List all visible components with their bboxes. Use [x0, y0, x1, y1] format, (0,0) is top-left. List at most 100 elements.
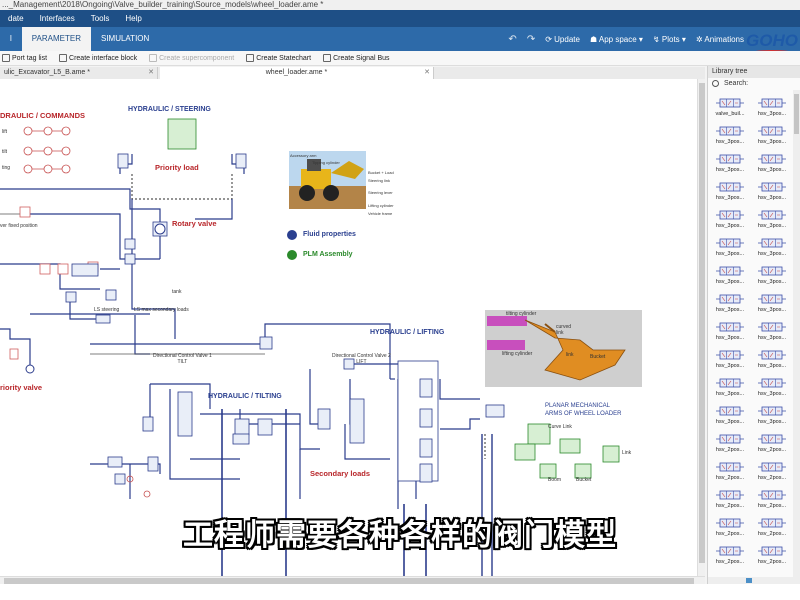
scroll-thumb[interactable] — [699, 83, 705, 563]
library-item[interactable]: hsv_3pos... — [710, 292, 750, 320]
library-item[interactable]: hsv_3pos... — [752, 180, 792, 208]
refresh-icon: ⟳ — [545, 34, 555, 44]
create-statechart-button[interactable]: Create Statechart — [246, 54, 311, 62]
menu-item-update[interactable]: date — [8, 14, 24, 23]
library-item[interactable]: hsv_2pos... — [752, 432, 792, 460]
library-item[interactable]: hsv_3pos... — [752, 348, 792, 376]
ribbon-tab-parameter[interactable]: PARAMETER — [21, 27, 91, 51]
library-item[interactable]: hsv_2pos... — [752, 488, 792, 516]
close-icon[interactable]: ✕ — [424, 69, 430, 76]
valve-symbol-icon — [716, 322, 744, 332]
ribbon: l PARAMETER SIMULATION ↶ ↷ ⟳ Update ☗ Ap… — [0, 27, 800, 51]
library-item[interactable]: hsv_2pos... — [710, 516, 750, 544]
valve-symbol-icon — [716, 210, 744, 220]
plm-assembly-icon — [287, 250, 297, 260]
ls-max-label: LS max secondary loads — [134, 307, 189, 313]
library-item[interactable]: hsv_3pos... — [752, 124, 792, 152]
library-item[interactable]: hsv_2pos... — [752, 516, 792, 544]
library-item[interactable]: hsv_3pos... — [752, 236, 792, 264]
library-item-label: hsv_3pos... — [715, 391, 745, 397]
port-tag-list-button[interactable]: Port tag list — [2, 54, 47, 62]
close-icon[interactable]: ✕ — [148, 69, 154, 76]
bucket-image-label: lifting cylinder — [502, 351, 533, 357]
circuit-diagram — [0, 118, 642, 576]
library-item-label: hsv_3pos... — [715, 307, 745, 313]
update-button[interactable]: ⟳ Update — [545, 35, 580, 44]
canvas-horizontal-scrollbar[interactable] — [0, 576, 705, 584]
library-item[interactable]: hsv_2pos... — [752, 460, 792, 488]
library-item[interactable]: hsv_2pos... — [710, 488, 750, 516]
library-item[interactable]: hsv_3pos... — [710, 320, 750, 348]
supercomponent-icon — [149, 54, 158, 62]
library-item-label: hsv_3pos... — [757, 223, 787, 229]
redo-icon[interactable]: ↷ — [526, 33, 536, 45]
lift-cmd-label: lift — [2, 129, 7, 135]
create-interface-block-button[interactable]: Create interface block — [59, 54, 137, 62]
library-item[interactable]: hsv_3pos... — [752, 404, 792, 432]
library-item[interactable]: hsv_3pos... — [752, 208, 792, 236]
status-area — [0, 584, 800, 600]
library-item[interactable]: hsv_3pos... — [710, 124, 750, 152]
valve-symbol-icon — [758, 350, 786, 360]
undo-icon[interactable]: ↶ — [508, 33, 517, 45]
create-supercomponent-button[interactable]: Create supercomponent — [149, 54, 234, 62]
library-horizontal-scrollbar[interactable] — [708, 577, 794, 584]
plots-button[interactable]: ↯ Plots ▾ — [652, 34, 686, 44]
canvas-vertical-scrollbar[interactable] — [697, 79, 705, 576]
menu-item-help[interactable]: Help — [125, 14, 142, 23]
library-item[interactable]: hsv_3pos... — [710, 180, 750, 208]
photo-label: Steering link — [368, 178, 391, 183]
toolbar: Port tag list Create interface block Cre… — [0, 51, 800, 66]
create-interface-block-label: Create interface block — [69, 54, 138, 62]
create-signal-bus-button[interactable]: Create Signal Bus — [323, 54, 390, 62]
library-item[interactable]: hsv_3pos... — [752, 96, 792, 124]
fluid-properties-link[interactable]: Fluid properties — [303, 231, 356, 238]
library-item[interactable]: hsv_3pos... — [710, 264, 750, 292]
create-supercomponent-label: Create supercomponent — [159, 54, 235, 62]
library-item-label: hsv_3pos... — [715, 419, 745, 425]
library-item[interactable]: hsv_3pos... — [752, 264, 792, 292]
scroll-thumb[interactable] — [746, 578, 752, 583]
tank-label: tank — [172, 289, 182, 295]
sketch-canvas[interactable]: DRAULIC / COMMANDS HYDRAULIC / STEERING … — [0, 79, 697, 576]
scroll-thumb[interactable] — [794, 94, 799, 134]
lifting-section-title: HYDRAULIC / LIFTING — [370, 329, 445, 336]
library-item[interactable]: valve_buil... — [710, 96, 750, 124]
plm-assembly-link[interactable]: PLM Assembly — [303, 251, 353, 258]
ribbon-tab-simulation[interactable]: SIMULATION — [100, 34, 150, 43]
library-panel: Library tree Search: valve_buil...hsv_3p… — [707, 66, 800, 584]
valve-symbol-icon — [758, 434, 786, 444]
library-item[interactable]: hsv_3pos... — [710, 404, 750, 432]
valve-symbol-icon — [716, 378, 744, 388]
library-item[interactable]: hsv_3pos... — [752, 376, 792, 404]
menu-item-interfaces[interactable]: Interfaces — [39, 14, 75, 23]
library-item[interactable]: hsv_2pos... — [710, 460, 750, 488]
library-item[interactable]: hsv_3pos... — [752, 320, 792, 348]
library-search[interactable]: Search: — [708, 78, 800, 90]
valve-symbol-icon — [716, 154, 744, 164]
library-item[interactable]: hsv_2pos... — [752, 544, 792, 572]
library-item[interactable]: hsv_3pos... — [710, 376, 750, 404]
valve-symbol-icon — [758, 490, 786, 500]
ribbon-tab-l[interactable]: l — [10, 34, 12, 43]
library-item[interactable]: hsv_3pos... — [752, 152, 792, 180]
library-item[interactable]: hsv_3pos... — [710, 236, 750, 264]
animations-button[interactable]: ✲ Animations — [696, 35, 744, 44]
library-item-label: hsv_3pos... — [715, 335, 745, 341]
library-scrollbar[interactable] — [793, 90, 800, 584]
library-item[interactable]: hsv_3pos... — [710, 208, 750, 236]
app-space-button[interactable]: ☗ App space ▾ — [589, 34, 643, 44]
scroll-thumb[interactable] — [4, 578, 694, 584]
library-item[interactable]: hsv_3pos... — [710, 152, 750, 180]
valve-symbol-icon — [716, 518, 744, 528]
secondary-loads-label: Secondary loads — [310, 469, 371, 478]
valve-symbol-icon — [758, 98, 786, 108]
menu-item-tools[interactable]: Tools — [90, 14, 110, 23]
tab-excavator[interactable]: ulic_Excavator_L5_B.ame *✕ — [0, 67, 158, 79]
library-item[interactable]: hsv_2pos... — [710, 432, 750, 460]
tab-wheel-loader[interactable]: wheel_loader.ame *✕ — [160, 67, 434, 79]
library-item[interactable]: hsv_3pos... — [752, 292, 792, 320]
library-item[interactable]: hsv_2pos... — [710, 544, 750, 572]
library-item[interactable]: hsv_3pos... — [710, 348, 750, 376]
